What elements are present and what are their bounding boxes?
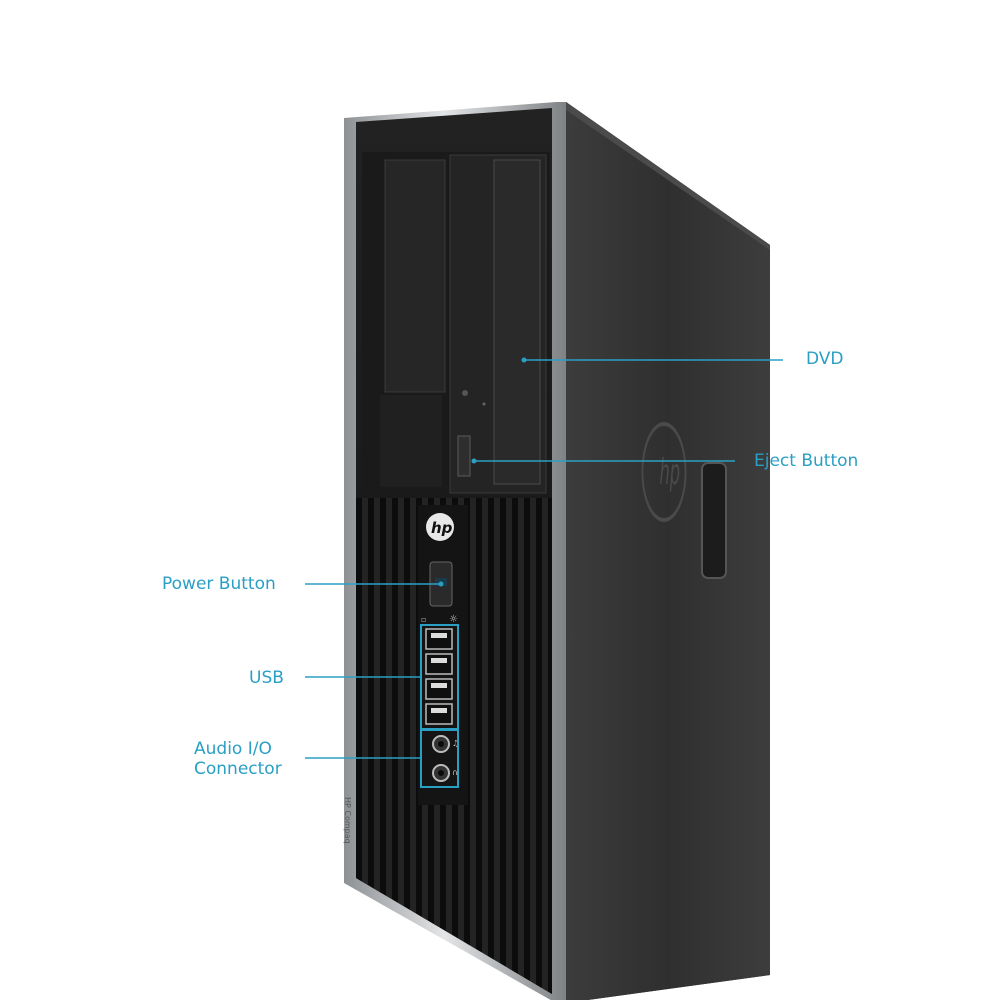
hp-logo-icon: hp [426, 513, 454, 541]
eject-button[interactable] [457, 435, 471, 477]
hdd-activity-icon: ▫ [421, 615, 426, 624]
svg-text:hp: hp [660, 450, 681, 493]
usb-ports [425, 628, 453, 725]
svg-text:∩: ∩ [452, 768, 458, 777]
callout-label-usb: USB [249, 668, 284, 688]
usb-port-icon[interactable] [425, 628, 453, 650]
callout-label-audio-line1: Audio I/O [194, 739, 272, 759]
drive-bay-area [362, 152, 550, 494]
side-panel: hp [556, 102, 770, 1000]
usb-port-icon[interactable] [425, 678, 453, 700]
callout-dots [438, 357, 527, 587]
model-text: HP Compaq [343, 797, 352, 844]
blank-bay-panel [384, 159, 446, 393]
callout-label-power-button: Power Button [162, 574, 276, 594]
side-handle [701, 462, 727, 579]
audio-ports: ♫ ∩ [432, 735, 459, 782]
power-symbol-icon: ☼ [449, 614, 458, 625]
svg-text:hp: hp [431, 519, 453, 537]
callout-label-audio-line2: Connector [194, 759, 282, 779]
usb-port-icon[interactable] [425, 653, 453, 675]
usb-port-icon[interactable] [425, 703, 453, 725]
callout-lines [305, 359, 783, 759]
dvd-activity-light-icon [462, 390, 468, 396]
callout-label-audio-io-connector: Audio I/O Connector [194, 739, 282, 779]
front-vent-grille [356, 498, 552, 994]
callout-label-dvd: DVD [806, 349, 844, 369]
callout-label-eject-button: Eject Button [754, 451, 859, 471]
svg-text:♫: ♫ [452, 739, 459, 748]
dvd-tray [493, 159, 541, 485]
